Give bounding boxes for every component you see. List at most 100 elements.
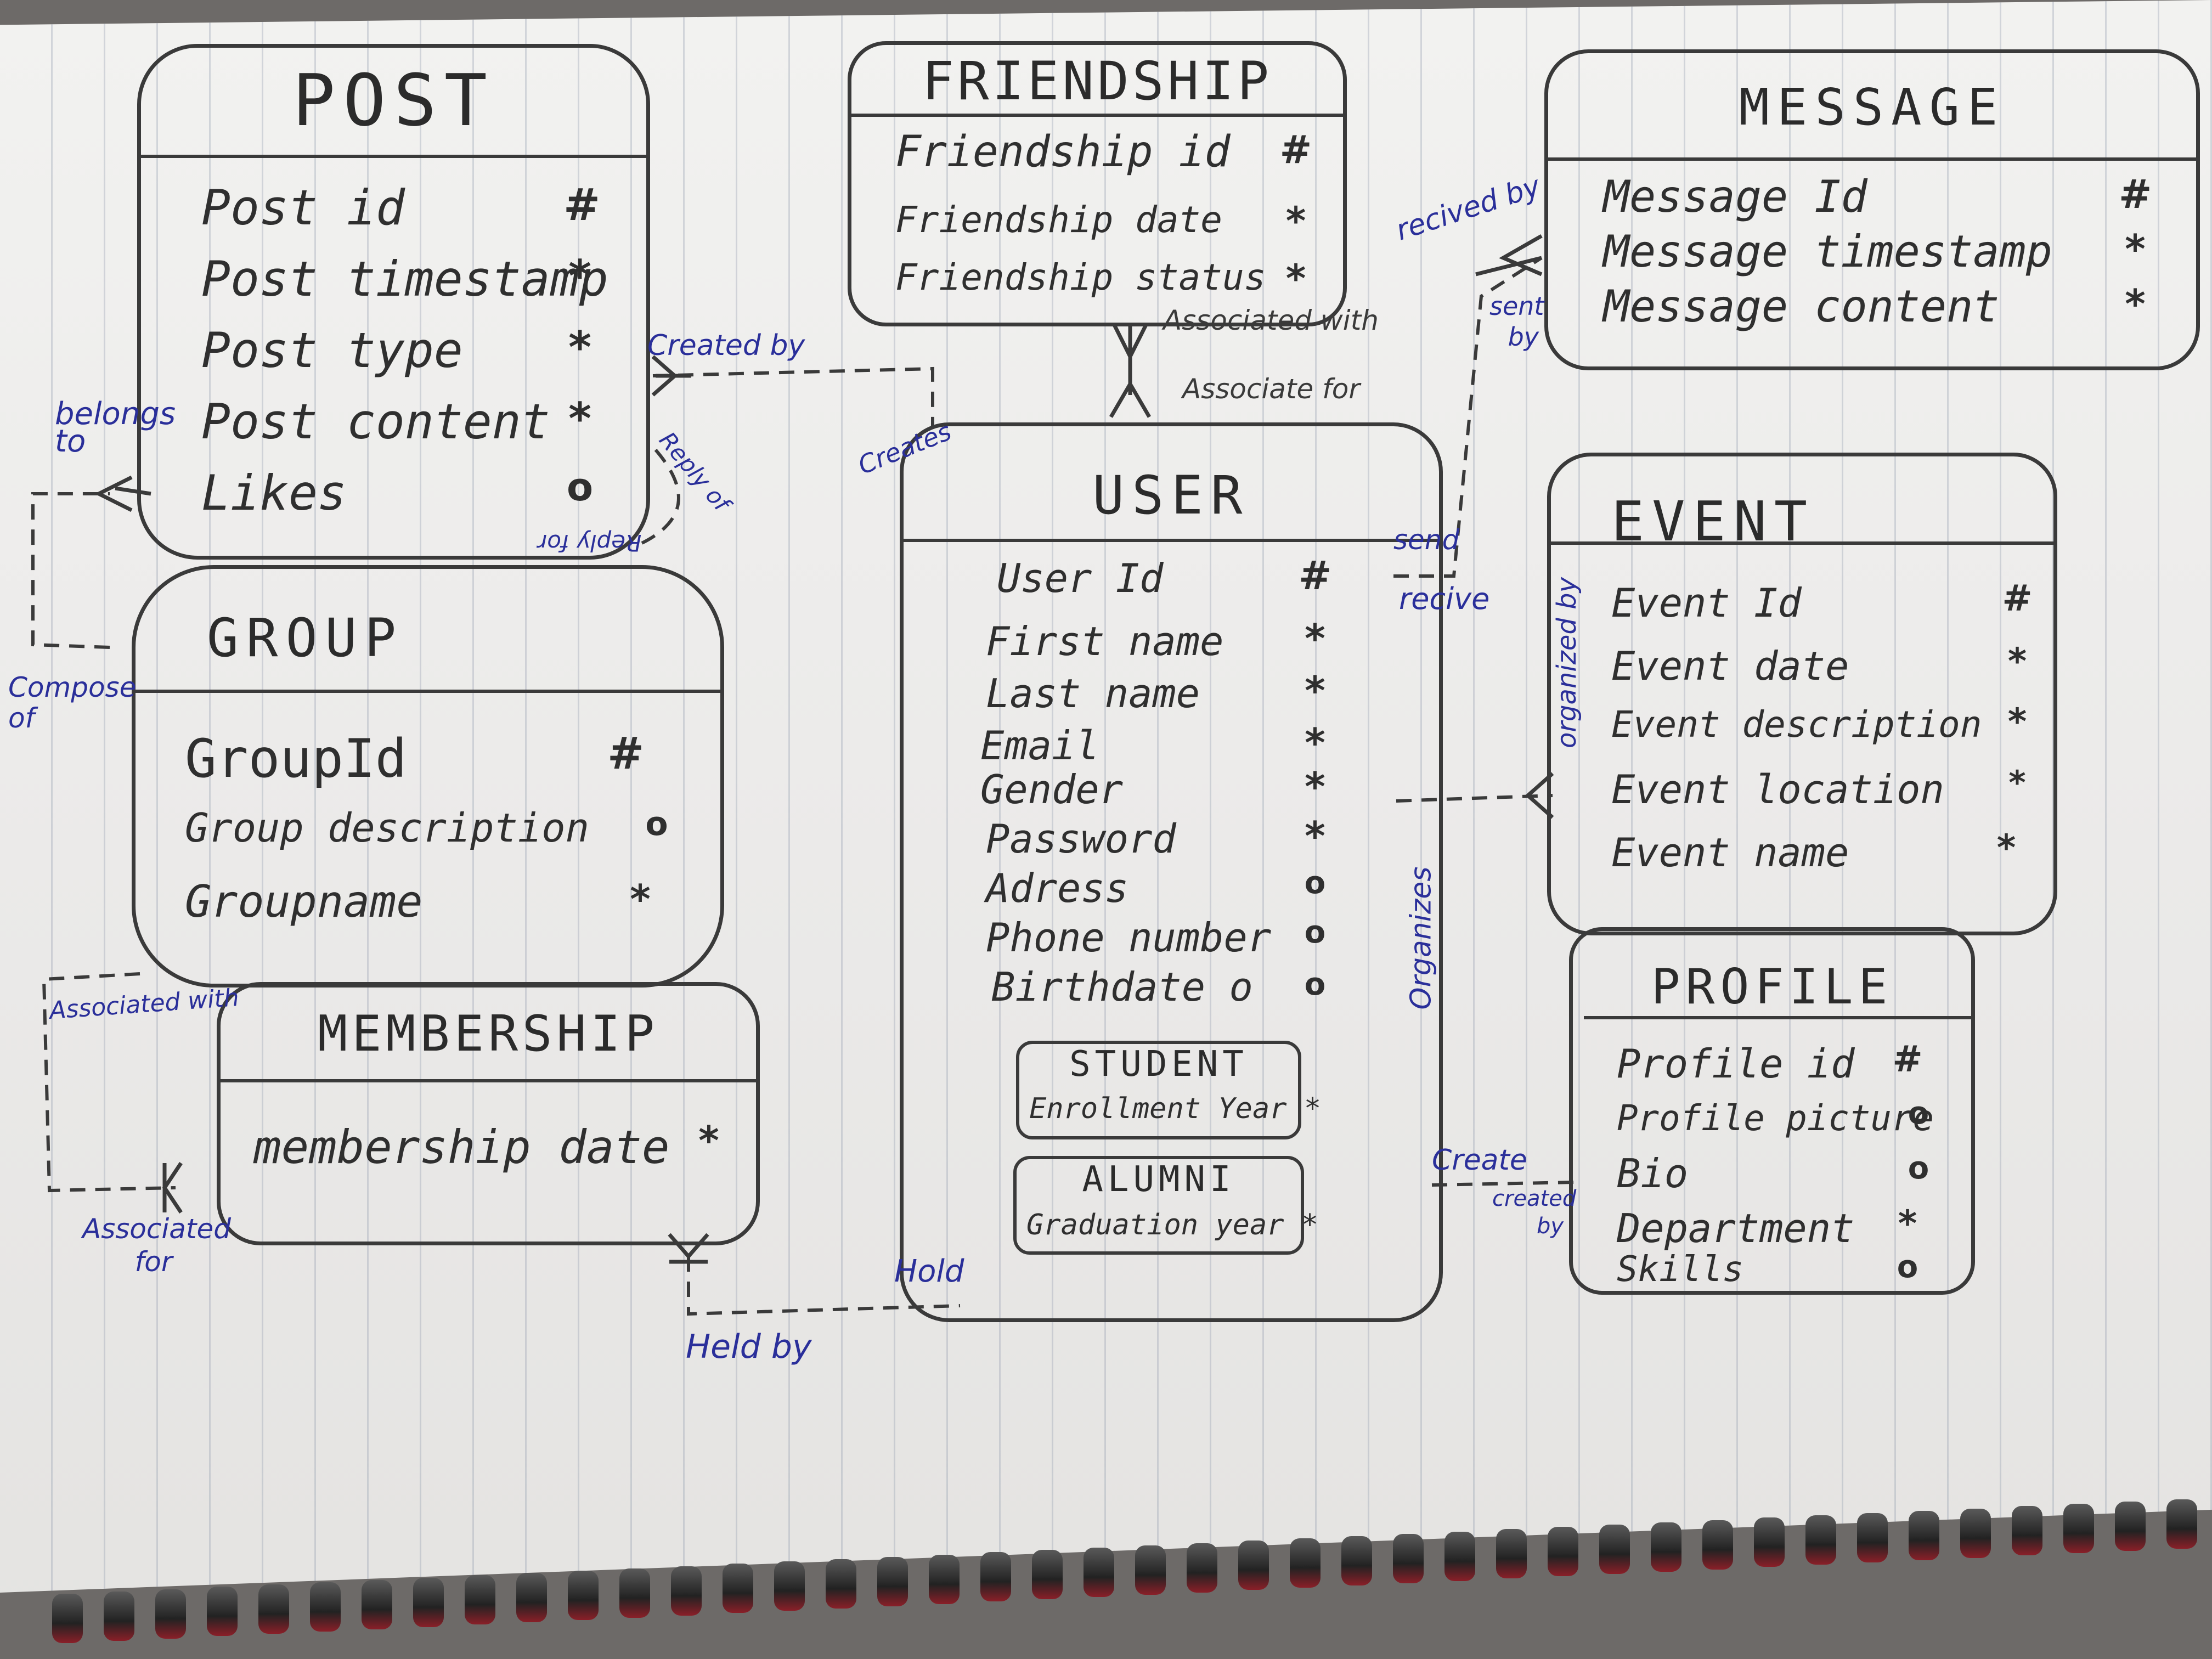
spiral-ring: [362, 1579, 392, 1629]
membership-entity[interactable]: MEMBERSHIP membership date *: [217, 982, 760, 1245]
spiral-ring: [258, 1584, 289, 1634]
attribute: Post type: [201, 322, 463, 379]
alumni-subtype[interactable]: ALUMNI Graduation year *: [1013, 1156, 1318, 1255]
attribute-marker: *: [698, 1118, 719, 1164]
entity-title: POST: [292, 59, 495, 142]
attribute: Post timestamp: [201, 251, 608, 307]
spiral-ring: [104, 1591, 134, 1641]
attribute: Friendship date: [895, 199, 1223, 241]
spiral-ring: [1290, 1538, 1321, 1588]
subtype-title: STUDENT: [1069, 1044, 1248, 1085]
attribute-marker: #: [1892, 1038, 1923, 1080]
attribute: Bio: [1617, 1150, 1689, 1197]
attribute: User Id: [997, 555, 1164, 601]
spiral-ring: [1548, 1527, 1578, 1577]
crowfoot-friendship: [1109, 323, 1152, 418]
spiral-ring: [413, 1577, 444, 1627]
attribute-marker: *: [1305, 764, 1325, 810]
label-recive: recive: [1399, 582, 1490, 616]
attribute: Department: [1617, 1205, 1855, 1251]
attribute-marker: o: [1908, 1096, 1929, 1131]
spiral-ring: [1754, 1517, 1785, 1567]
label-associate-for: Associate for: [1182, 373, 1360, 405]
attribute: Groupname: [185, 876, 423, 927]
post-entity[interactable]: POST Post id # Post timestamp * Post typ…: [137, 44, 650, 560]
label-created-by-profile: created by: [1492, 1186, 1577, 1239]
friendship-entity[interactable]: FRIENDSHIP Friendship id # Friendship da…: [848, 41, 1347, 326]
spiral-ring: [671, 1566, 702, 1616]
spiral-ring: [1805, 1515, 1836, 1565]
message-entity[interactable]: MESSAGE Message Id # Message timestamp *…: [1544, 49, 2200, 370]
attribute-marker: *: [1285, 199, 1306, 244]
attribute-marker: *: [1305, 668, 1325, 714]
attribute: Birthdate o: [991, 964, 1253, 1010]
spiral-ring: [1135, 1545, 1166, 1595]
label-send: send: [1393, 524, 1460, 556]
attribute-marker: *: [568, 251, 591, 302]
attribute: Gender: [980, 766, 1124, 812]
attribute-marker: o: [1908, 1150, 1929, 1186]
title-divider: [1551, 541, 2053, 545]
spiral-ring: [2166, 1499, 2197, 1549]
entity-title: FRIENDSHIP: [922, 50, 1272, 112]
attribute: Password: [986, 816, 1176, 862]
crowfoot-group: [94, 475, 151, 512]
attribute-marker: *: [568, 393, 591, 444]
spiral-ring: [1909, 1510, 1939, 1560]
attribute: Event date: [1611, 643, 1849, 689]
spiral-ring: [2063, 1504, 2094, 1554]
spiral-ring: [2012, 1506, 2042, 1556]
spiral-ring: [155, 1589, 186, 1639]
attribute: Message content: [1603, 281, 2000, 332]
attribute-marker: o: [645, 805, 668, 843]
attribute-marker: *: [1305, 813, 1325, 859]
crowfoot-post: [651, 355, 691, 397]
attribute: Email: [980, 723, 1099, 769]
crowfoot-membership: [162, 1162, 183, 1214]
event-entity[interactable]: EVENT Event Id # Event date * Event desc…: [1547, 453, 2057, 935]
attribute-marker: #: [2002, 577, 2033, 619]
attribute: Post id: [201, 179, 405, 236]
spiral-ring: [1084, 1548, 1114, 1597]
group-post-line: [31, 492, 110, 649]
attribute: Profile id: [1617, 1041, 1855, 1087]
attribute: Skills: [1617, 1249, 1744, 1290]
attribute-marker: *: [2007, 701, 2027, 743]
title-divider: [221, 1079, 756, 1082]
profile-entity[interactable]: PROFILE Profile id # Profile picture o B…: [1569, 927, 1975, 1295]
spiral-ring: [52, 1594, 83, 1643]
attribute-marker: *: [568, 322, 591, 373]
title-divider: [1548, 157, 2196, 161]
attribute-marker: o: [1304, 967, 1326, 1002]
attribute-marker: #: [1279, 127, 1312, 172]
attribute-marker: #: [1299, 552, 1332, 599]
label-hold: Hold: [894, 1254, 964, 1289]
user-entity[interactable]: USER User Id # First name * Last name * …: [900, 422, 1443, 1322]
spiral-ring: [1187, 1543, 1217, 1593]
spiral-ring: [1651, 1522, 1681, 1572]
spiral-ring: [1702, 1520, 1733, 1570]
attribute-marker: o: [1304, 865, 1326, 901]
spiral-ring: [568, 1571, 599, 1620]
group-entity[interactable]: GROUP GroupId # Group description o Grou…: [132, 565, 724, 988]
attribute-marker: *: [2125, 226, 2146, 272]
attribute: Likes: [201, 465, 347, 521]
attribute-marker: *: [1996, 827, 2016, 869]
post-user-line: [652, 366, 934, 428]
title-divider: [904, 539, 1439, 542]
attribute-marker: #: [607, 728, 645, 779]
spiral-ring: [516, 1573, 547, 1623]
attribute-marker: *: [630, 876, 651, 922]
spiral-ring: [826, 1559, 856, 1609]
title-divider: [136, 690, 720, 693]
attribute-marker: #: [2119, 171, 2152, 217]
attribute: Last name: [986, 670, 1200, 716]
membership-user-line: [687, 1256, 961, 1316]
attribute-marker: *: [2125, 281, 2146, 327]
reply-loop-line: [641, 449, 680, 545]
student-subtype[interactable]: STUDENT Enrollment Year *: [1016, 1041, 1321, 1139]
subtype-title: ALUMNI: [1082, 1159, 1235, 1200]
